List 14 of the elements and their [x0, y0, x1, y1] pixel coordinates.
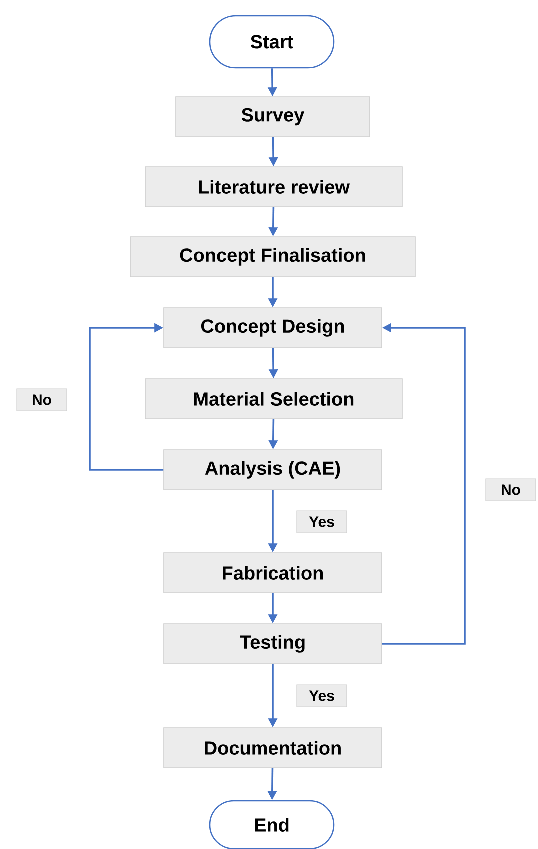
arrow — [89, 323, 164, 471]
process-box: Survey — [176, 96, 370, 138]
edge-label: No — [486, 478, 536, 502]
process-box: Documentation — [164, 728, 382, 768]
process-box: Material Selection — [145, 378, 403, 420]
process-box: Analysis (CAE) — [164, 450, 382, 490]
process-box: Testing — [164, 624, 382, 664]
edge-label: No — [16, 388, 68, 412]
process-box: Fabrication — [164, 552, 382, 594]
edge-label: Yes — [296, 510, 348, 534]
process-box: Concept Finalisation — [130, 236, 416, 278]
process-box: Concept Design — [164, 308, 382, 348]
process-box: Literature review — [145, 166, 403, 208]
edge-label: Yes — [296, 684, 348, 708]
